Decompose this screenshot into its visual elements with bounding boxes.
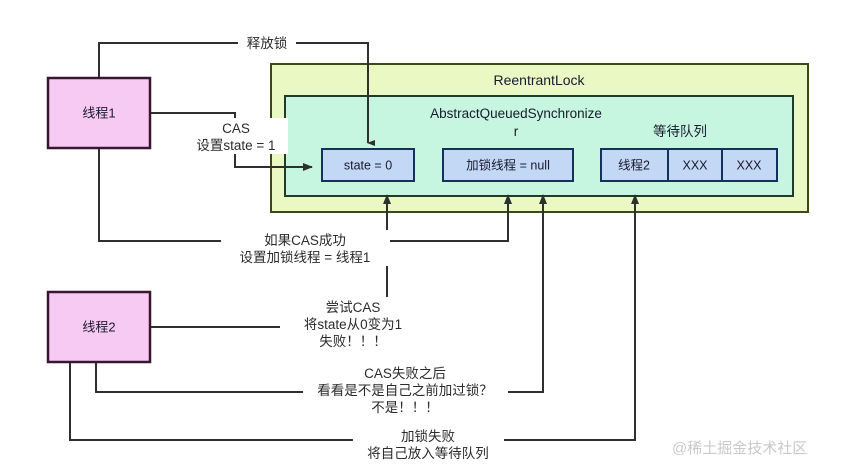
- aqs-label-line1: AbstractQueuedSynchronize: [430, 106, 602, 121]
- wait-queue-node-1[interactable]: XXX: [667, 148, 723, 182]
- aqs-label-line2: r: [514, 124, 519, 139]
- thread1-label: 线程1: [82, 105, 115, 120]
- edge-enqueue-on-failure: [69, 194, 639, 441]
- edge-label-cas-success: 如果CAS成功 设置加锁线程 = 线程1: [221, 230, 390, 266]
- edge-label-release-lock: 释放锁: [238, 33, 296, 52]
- owner-thread-field-label: 加锁线程 = null: [466, 157, 550, 172]
- edge-check-reentrant: [95, 194, 547, 393]
- edge-label-cas-success-line-0: 如果CAS成功: [264, 233, 346, 248]
- edge-label-check-reentrant-line-0: CAS失败之后: [364, 366, 446, 381]
- state-field-box[interactable]: state = 0: [321, 148, 415, 182]
- edge-label-try-cas: 尝试CAS 将state从0变为1 失败！！！: [280, 297, 426, 352]
- wait-queue-node-2-label: XXX: [736, 158, 762, 172]
- wait-queue-node-0[interactable]: 线程2: [600, 148, 669, 182]
- edge-label-try-cas-line-1: 将state从0变为1: [304, 317, 402, 332]
- edge-label-enqueue-line-0: 加锁失败: [401, 429, 455, 444]
- edge-label-enqueue-line-1: 将自己放入等待队列: [367, 445, 489, 461]
- thread2-label: 线程2: [82, 319, 115, 334]
- wait-queue-node-2[interactable]: XXX: [721, 148, 778, 182]
- owner-thread-field-box[interactable]: 加锁线程 = null: [442, 148, 574, 182]
- edge-release-lock: [98, 42, 375, 146]
- edge-label-cas-set-state: CAS 设置state = 1: [184, 118, 288, 154]
- edge-label-cas-success-line-1: 设置加锁线程 = 线程1: [240, 250, 371, 265]
- state-field-label: state = 0: [344, 158, 392, 172]
- edge-label-check-reentrant: CAS失败之后 看看是不是自己之前加过锁？ 不是！！！: [303, 363, 508, 418]
- thread2-box[interactable]: 线程2: [46, 290, 152, 364]
- edge-label-cas-set-state-line-1: 设置state = 1: [196, 138, 275, 153]
- wait-queue-node-1-label: XXX: [682, 158, 708, 172]
- edge-label-check-reentrant-line-2: 不是！！！: [371, 400, 439, 415]
- edge-label-try-cas-line-0: 尝试CAS: [326, 300, 381, 315]
- edge-label-release-lock-line-0: 释放锁: [247, 36, 288, 51]
- watermark-text: @稀土掘金技术社区: [672, 440, 807, 457]
- thread1-box[interactable]: 线程1: [46, 76, 152, 150]
- edge-label-try-cas-line-2: 失败！！！: [319, 334, 387, 349]
- reentrantlock-label: ReentrantLock: [493, 72, 585, 88]
- edge-label-cas-set-state-line-0: CAS: [222, 121, 250, 136]
- wait-queue-label: 等待队列: [653, 123, 707, 139]
- wait-queue-node-0-label: 线程2: [618, 157, 650, 172]
- edge-label-enqueue: 加锁失败 将自己放入等待队列: [353, 426, 504, 462]
- edge-label-check-reentrant-line-1: 看看是不是自己之前加过锁？: [317, 382, 493, 398]
